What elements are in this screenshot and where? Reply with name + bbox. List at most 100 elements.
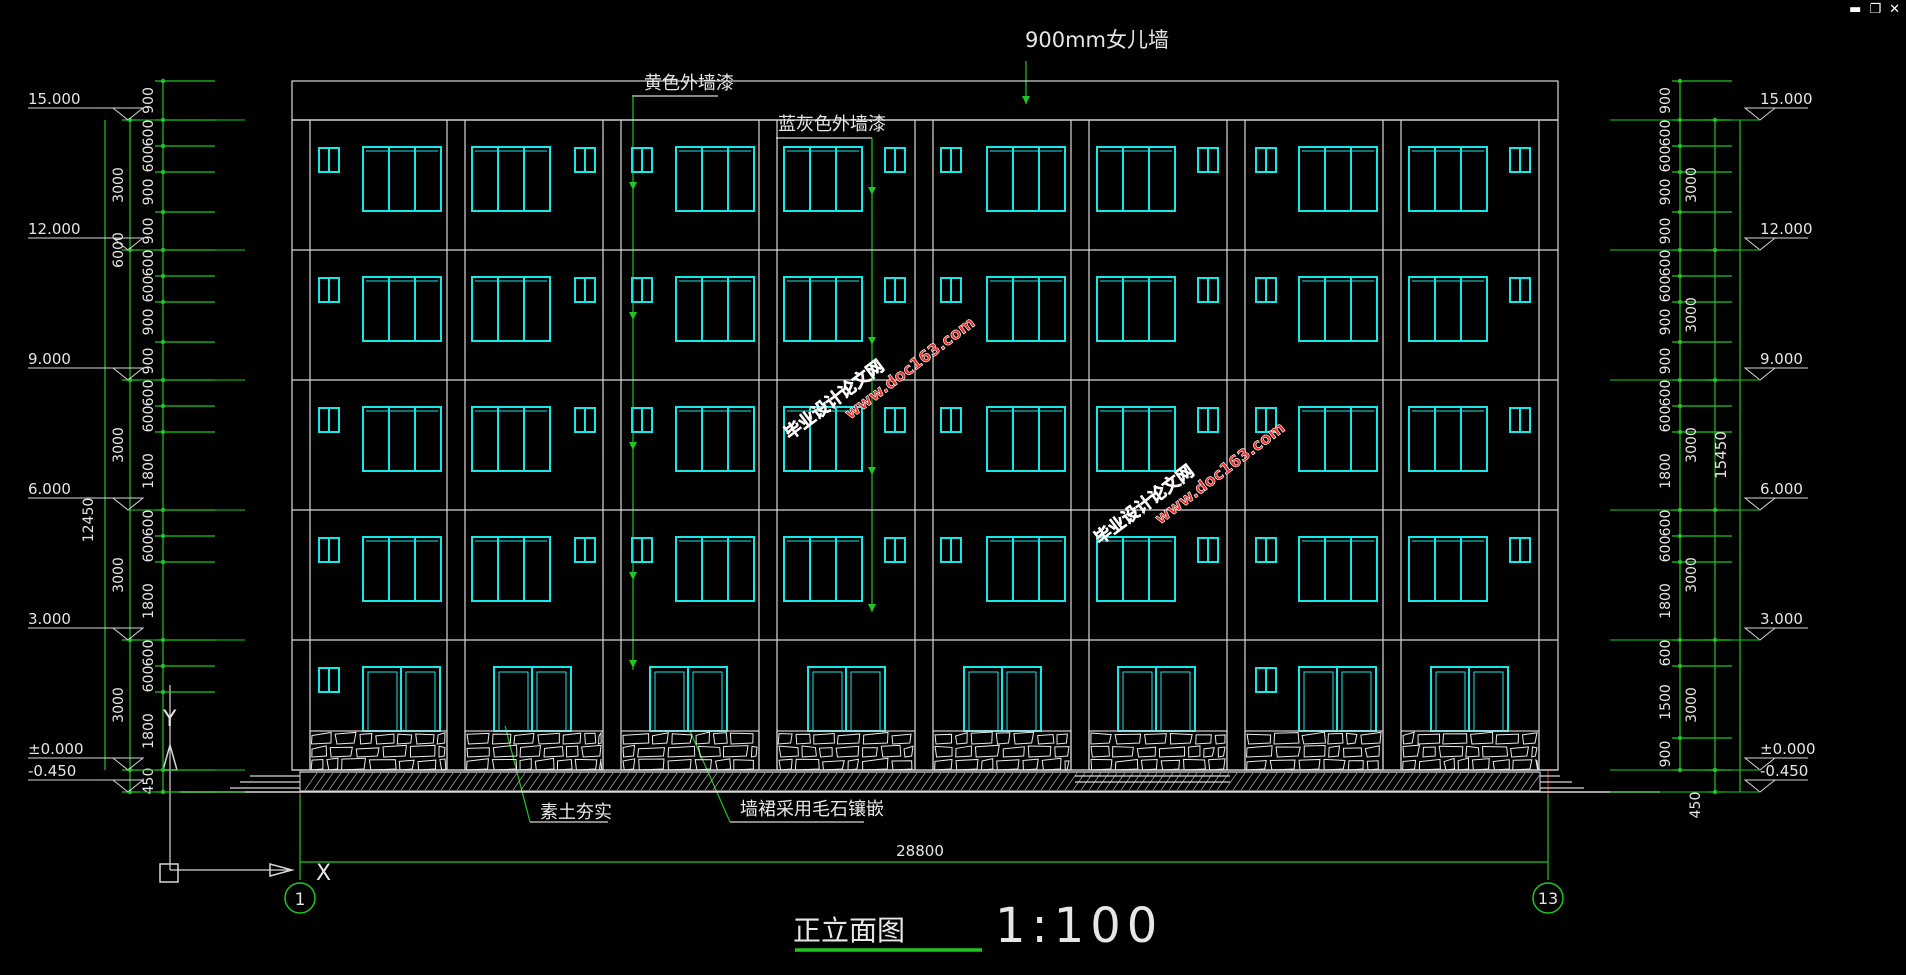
drawing-title: 正立面图 xyxy=(793,914,905,947)
right-dim-chain-dot xyxy=(1677,78,1683,84)
door-leaf xyxy=(498,671,529,732)
plinth-hatch xyxy=(1024,772,1038,791)
right-dim-chain-dot xyxy=(1677,735,1683,741)
plinth-hatch xyxy=(1520,772,1534,791)
plinth-hatch xyxy=(1328,772,1342,791)
stone xyxy=(1360,731,1382,745)
level-triangle xyxy=(111,757,145,771)
stone xyxy=(861,757,889,771)
window-small xyxy=(631,537,653,563)
stone xyxy=(581,744,602,758)
plinth-hatch xyxy=(888,772,902,791)
stone xyxy=(574,758,598,771)
plinth-hatch xyxy=(1400,772,1414,791)
window-small xyxy=(940,277,962,303)
plinth-hatch xyxy=(616,772,630,791)
close-icon[interactable]: ✕ xyxy=(1889,2,1900,17)
stone xyxy=(492,744,518,758)
door-leaf xyxy=(536,671,567,732)
window-large xyxy=(1408,406,1488,472)
stone xyxy=(934,745,953,758)
level-marker-right: 15.000 xyxy=(1610,90,1813,121)
plinth-hatch xyxy=(384,772,398,791)
stone xyxy=(638,758,665,771)
plinth-hatch xyxy=(648,772,662,791)
level-marker-right: 12.000 xyxy=(1610,220,1813,251)
window-large xyxy=(986,406,1066,472)
level-triangle xyxy=(111,237,145,251)
stone xyxy=(1208,758,1226,771)
stone xyxy=(1471,758,1490,771)
door-glazed xyxy=(493,666,572,732)
plinth-hatch xyxy=(1224,772,1238,791)
stone xyxy=(438,745,446,758)
plinth-hatch xyxy=(544,772,558,791)
door-leaf xyxy=(968,671,999,732)
plinth-hatch xyxy=(712,772,726,791)
right-dim-chain-dot xyxy=(1677,169,1683,175)
window-large xyxy=(362,536,442,602)
window-large xyxy=(986,146,1066,212)
plinth-hatch xyxy=(680,772,694,791)
level-triangle xyxy=(1743,367,1777,381)
plinth-hatch xyxy=(568,772,582,791)
stone xyxy=(981,757,994,771)
stone xyxy=(862,731,889,745)
stone xyxy=(1246,745,1273,758)
window-small xyxy=(318,667,340,693)
level-triangle xyxy=(111,107,145,121)
door-leaf xyxy=(367,671,398,732)
left-dim-chain-label: 600 xyxy=(141,276,157,303)
window-frame xyxy=(1408,146,1488,212)
left-dim-chain-label: 900 xyxy=(141,87,157,114)
plinth-hatch xyxy=(416,772,430,791)
window-small xyxy=(1509,277,1531,303)
stone xyxy=(778,758,793,771)
stone xyxy=(847,758,860,771)
plinth-hatch xyxy=(456,772,470,791)
window-frame xyxy=(1298,146,1378,212)
left-dim-chain-label: 600 xyxy=(141,640,157,667)
plinth-hatch xyxy=(1472,772,1486,791)
rubble-leader xyxy=(689,730,731,823)
window-frame xyxy=(362,276,442,342)
plinth-hatch xyxy=(1320,772,1334,791)
level-label: 12.000 xyxy=(28,220,81,238)
plinth-hatch xyxy=(592,772,606,791)
stone xyxy=(818,747,833,758)
stone xyxy=(1457,757,1470,771)
window-frame xyxy=(986,276,1066,342)
minimize-icon[interactable]: ▬ xyxy=(1849,2,1862,17)
stone xyxy=(1535,758,1539,771)
right-dim-chain2-label: 3000 xyxy=(1684,167,1700,203)
stone xyxy=(562,732,582,745)
stone xyxy=(1495,733,1520,745)
plinth-hatch xyxy=(936,772,950,791)
plinth-hatch xyxy=(512,772,526,791)
level-marker-left: 9.000 xyxy=(28,350,245,381)
window-frame xyxy=(1096,276,1176,342)
stone xyxy=(1327,732,1344,745)
stone xyxy=(409,744,436,758)
window-large xyxy=(471,406,551,472)
door-glazed xyxy=(1298,666,1377,732)
left-dim-chain-dot xyxy=(160,273,166,279)
level-triangle xyxy=(1743,237,1777,251)
level-marker-left: 3.000 xyxy=(28,610,245,641)
stone xyxy=(1303,744,1326,758)
plinth-hatch xyxy=(344,772,358,791)
level-triangle xyxy=(1743,779,1777,793)
stone xyxy=(1417,733,1441,745)
right-dim-chain-label: 1800 xyxy=(1658,453,1674,489)
stone xyxy=(1465,745,1480,758)
restore-icon[interactable]: ❐ xyxy=(1869,2,1882,17)
left-dim-chain-label: 600 xyxy=(141,120,157,147)
level-triangle xyxy=(1743,757,1777,771)
stone-panel xyxy=(776,730,916,771)
level-triangle xyxy=(111,627,145,641)
plinth-hatch xyxy=(1368,772,1382,791)
plinth-hatch xyxy=(944,772,958,791)
window-controls: ▬ ❐ ✕ xyxy=(1849,2,1900,17)
stone xyxy=(415,733,435,745)
